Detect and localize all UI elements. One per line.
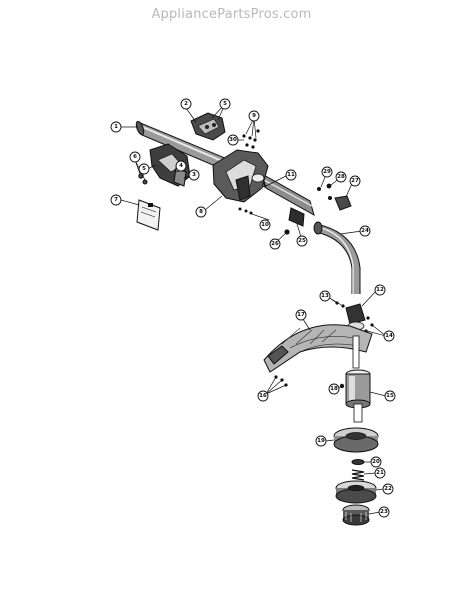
callout-19: 19 — [315, 435, 327, 447]
svg-text:21: 21 — [376, 470, 384, 476]
svg-text:5: 5 — [223, 101, 227, 107]
curved-drive-tube — [313, 221, 361, 294]
watermark-text: AppliancePartsPros.com — [151, 7, 312, 22]
svg-text:25: 25 — [298, 238, 306, 244]
svg-text:3: 3 — [192, 172, 196, 178]
callout-15: 15 — [384, 390, 396, 402]
svg-text:15: 15 — [386, 393, 394, 399]
svg-text:27: 27 — [351, 178, 359, 184]
callout-23: 23 — [378, 506, 390, 518]
callout-21: 21 — [374, 467, 386, 479]
svg-text:9: 9 — [252, 113, 256, 119]
grass-shield — [263, 324, 373, 387]
svg-text:12: 12 — [376, 287, 384, 293]
callout-27: 27 — [349, 175, 361, 187]
callout-5-upper: 5 — [219, 98, 231, 110]
svg-text:6: 6 — [133, 154, 137, 160]
callout-25: 25 — [296, 235, 308, 247]
callout-9: 9 — [248, 110, 260, 122]
callout-26: 26 — [269, 238, 281, 250]
svg-text:28: 28 — [337, 174, 345, 180]
svg-text:1: 1 — [114, 124, 118, 130]
gear-head — [339, 369, 371, 423]
callout-16: 16 — [257, 390, 269, 402]
fasteners — [138, 129, 332, 235]
svg-text:17: 17 — [297, 312, 305, 318]
callout-24: 24 — [359, 225, 371, 237]
svg-text:20: 20 — [372, 459, 380, 465]
svg-text:8: 8 — [199, 209, 203, 215]
callout-4: 4 — [175, 160, 187, 172]
svg-text:30: 30 — [229, 137, 237, 143]
callout-17: 17 — [295, 309, 307, 321]
callout-22: 22 — [382, 483, 394, 495]
callout-30: 30 — [227, 134, 239, 146]
callout-5-lower: 5 — [138, 163, 150, 175]
callout-14: 14 — [383, 330, 395, 342]
svg-text:23: 23 — [380, 509, 388, 515]
callout-13: 13 — [319, 290, 331, 302]
svg-text:18: 18 — [330, 386, 338, 392]
callout-12: 12 — [374, 284, 386, 296]
callout-3: 3 — [188, 169, 200, 181]
svg-text:10: 10 — [261, 222, 269, 228]
spool-housing — [333, 427, 379, 453]
callout-10: 10 — [259, 219, 271, 231]
callout-8: 8 — [195, 206, 207, 218]
callout-18: 18 — [328, 383, 340, 395]
svg-text:4: 4 — [179, 163, 183, 169]
engine-housing — [212, 149, 269, 203]
svg-text:16: 16 — [259, 393, 267, 399]
throttle-clamp — [190, 112, 226, 141]
drive-shaft-tip — [352, 335, 360, 369]
svg-text:13: 13 — [321, 293, 329, 299]
svg-text:22: 22 — [384, 486, 392, 492]
svg-text:2: 2 — [184, 101, 188, 107]
bump-knob — [342, 504, 370, 526]
svg-text:26: 26 — [271, 241, 279, 247]
svg-text:19: 19 — [317, 438, 325, 444]
svg-text:7: 7 — [114, 197, 118, 203]
callout-28: 28 — [335, 171, 347, 183]
shaft-coupler — [288, 195, 352, 227]
callout-6: 6 — [129, 151, 141, 163]
svg-text:14: 14 — [385, 333, 393, 339]
callout-20: 20 — [370, 456, 382, 468]
lower-shaft — [261, 172, 315, 217]
svg-text:5: 5 — [142, 166, 146, 172]
spring-washer — [351, 459, 365, 481]
callout-7: 7 — [110, 194, 122, 206]
callout-2: 2 — [180, 98, 192, 110]
callout-11: 11 — [285, 169, 297, 181]
decal-plate — [136, 199, 161, 231]
svg-text:11: 11 — [287, 172, 295, 178]
svg-text:29: 29 — [323, 169, 331, 175]
callout-29: 29 — [321, 166, 333, 178]
callout-1: 1 — [110, 121, 122, 133]
svg-text:24: 24 — [361, 228, 369, 234]
line-spool — [335, 480, 377, 504]
